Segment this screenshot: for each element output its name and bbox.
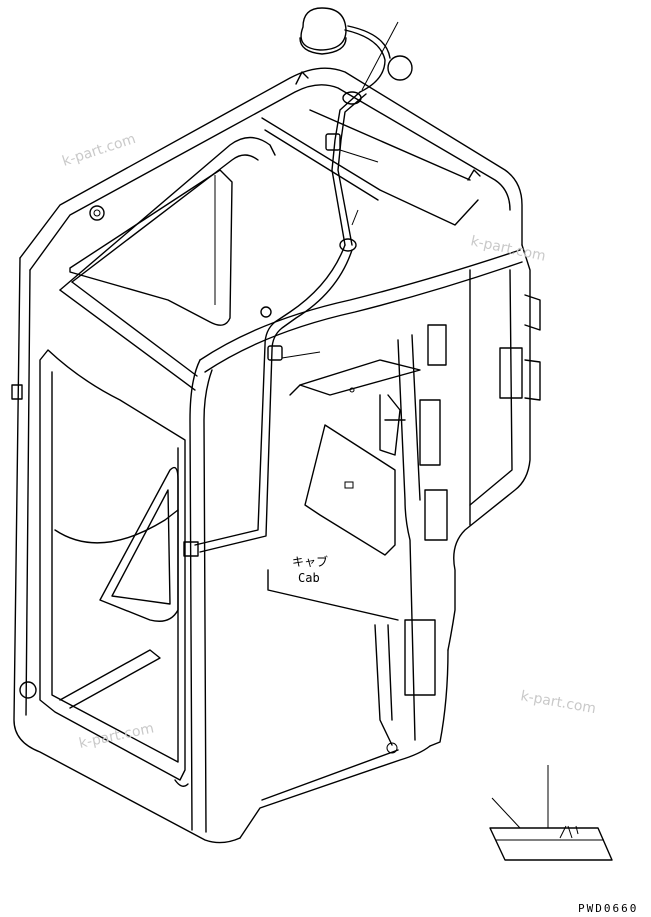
watermark-3: k-part.com	[519, 688, 597, 717]
watermark-4: k-part.com	[78, 720, 156, 752]
cab-interior	[267, 359, 421, 754]
drawing-code: PWD0660	[578, 902, 638, 915]
side-window	[19, 349, 189, 787]
watermark-1: k-part.com	[60, 131, 137, 170]
part-label-en: Cab	[298, 571, 320, 585]
fittings	[11, 71, 481, 400]
cab-body	[13, 67, 531, 844]
roof-window	[59, 109, 479, 391]
wiring-harness	[183, 7, 413, 557]
leader-lines	[281, 21, 399, 359]
part-label-jp: キャブ	[292, 554, 328, 569]
rear-panels	[404, 269, 541, 696]
watermark-2: k-part.com	[469, 233, 547, 265]
decal-part	[489, 765, 613, 861]
